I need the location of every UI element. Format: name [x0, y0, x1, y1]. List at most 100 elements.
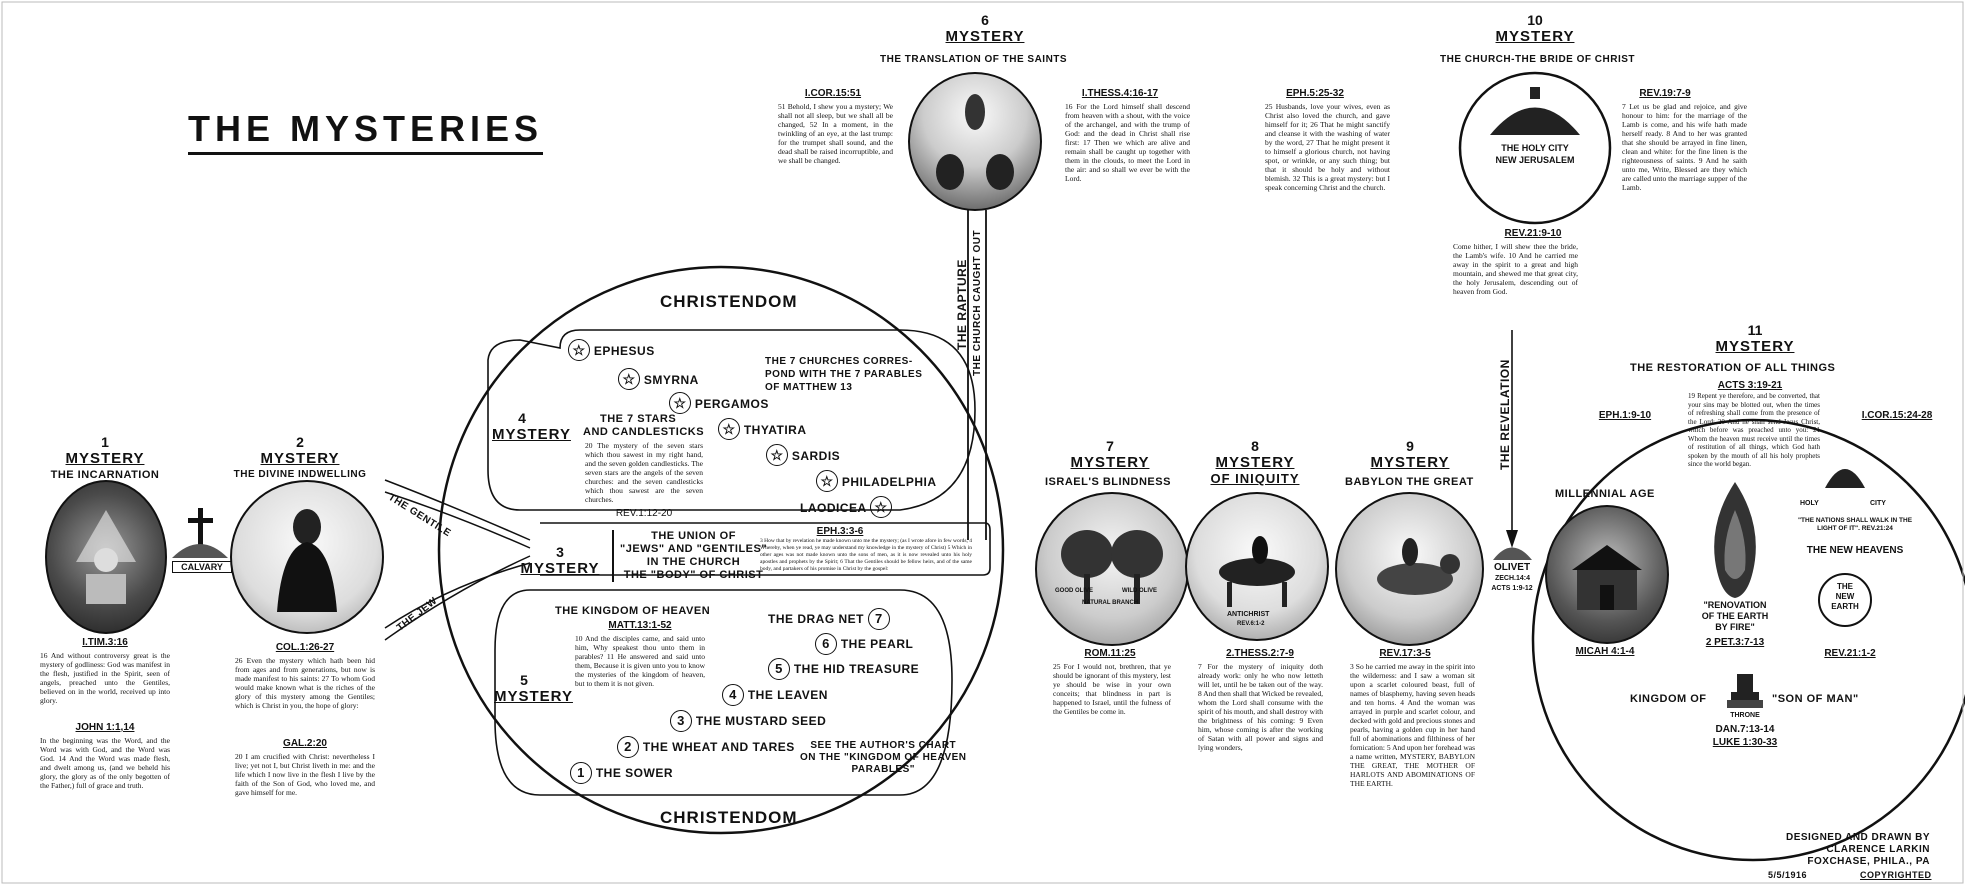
mystery-7: 7 MYSTERY: [1055, 438, 1165, 471]
mystery-3-label: MYSTERY: [520, 560, 600, 577]
divine-indwelling-image: [230, 480, 384, 634]
m2-ref2: GAL.2:20: [283, 738, 327, 749]
star-icon: ☆: [870, 496, 893, 518]
m4-ref: REV.1:12-20: [615, 508, 673, 519]
m11-ref-eph: EPH.1:9-10: [1598, 410, 1652, 421]
beast-woman-icon: [1376, 538, 1460, 595]
new-earth-label: THE NEW EARTH: [1822, 582, 1868, 612]
christendom-oval: [437, 265, 1005, 835]
note-line: SEE THE AUTHOR'S CHART: [810, 740, 957, 751]
page-title: THE MYSTERIES: [188, 108, 544, 155]
holy-city-small-icon: [1825, 469, 1865, 488]
house-icon: [1572, 544, 1642, 610]
mystery-4-label: MYSTERY: [492, 426, 571, 443]
church-sardis: ☆ SARDIS: [766, 444, 840, 466]
m8-text: 7 For the mystery of iniquity doth alrea…: [1198, 662, 1323, 752]
m6-ref2: I.THESS.4:16-17: [1081, 88, 1159, 99]
church-ephesus: ☆ EPHESUS: [568, 339, 655, 361]
mystery-1-label: MYSTERY: [65, 450, 145, 467]
parable-5: 5 THE HID TREASURE: [768, 658, 919, 680]
m9-text: 3 So he carried me away in the spirit in…: [1350, 662, 1475, 788]
m11-ref-acts: ACTS 3:19-21: [1717, 380, 1783, 391]
m1-text1: 16 And without controversy great is the …: [40, 651, 170, 705]
union-line: IN THE CHURCH: [646, 556, 741, 568]
credit-block: DESIGNED AND DRAWN BY CLARENCE LARKIN FO…: [1750, 832, 1930, 868]
m11-ref-luke: LUKE 1:30-33: [1712, 737, 1778, 748]
natural-branch-label: NATURAL BRANCH: [1082, 600, 1139, 606]
parable-6: 6 THE PEARL: [815, 633, 913, 655]
renovation-line: BY FIRE": [1715, 622, 1755, 632]
renovation-line: OF THE EARTH: [1701, 611, 1769, 621]
restoration-circle: [1531, 418, 1965, 862]
olivet-ref1: ZECH.14:4: [1494, 575, 1530, 582]
credit-copyright: COPYRIGHTED: [1860, 870, 1932, 880]
new-earth-line: NEW: [1835, 592, 1855, 601]
caught-out-label: THE CHURCH CAUGHT OUT: [972, 229, 983, 376]
m11-ref-cor: I.COR.15:24-28: [1861, 410, 1933, 421]
christendom-top: CHRISTENDOM: [660, 292, 798, 311]
union-text: THE UNION OF "JEWS" AND "GENTILES" IN TH…: [612, 530, 767, 582]
mystery-11-number: 11: [1747, 322, 1763, 338]
churches-note: THE 7 CHURCHES CORRES- POND WITH THE 7 P…: [765, 355, 922, 394]
mystery-1-name: THE INCARNATION: [50, 469, 160, 481]
mystery-2-label: MYSTERY: [260, 450, 340, 467]
m1-text2: In the beginning was the Word, and the W…: [40, 736, 170, 790]
note-line: ON THE "KINGDOM OF HEAVEN: [800, 752, 967, 763]
wild-olive-label: WILD OLIVE: [1122, 588, 1157, 594]
horse-rider-icon: [1219, 535, 1295, 607]
m2-text1: 26 Even the mystery which hath been hid …: [235, 656, 375, 710]
mystery-7-label: MYSTERY: [1070, 454, 1150, 471]
mystery-10: 10 MYSTERY: [1480, 12, 1590, 45]
parable-name: THE MUSTARD SEED: [695, 714, 827, 728]
m7-text: 25 For I would not, brethren, that ye sh…: [1053, 662, 1171, 716]
credit-line: CLARENCE LARKIN: [1826, 844, 1930, 855]
millennial-age-label: MILLENNIAL AGE: [1555, 488, 1655, 500]
antichrist-ref: REV.6:1-2: [1237, 621, 1265, 627]
star-icon: ☆: [766, 444, 788, 466]
olive-trees-icon: [1061, 530, 1163, 604]
antichrist-label: ANTICHRIST: [1227, 611, 1270, 618]
translation-image: [908, 72, 1042, 211]
mystery-1-number: 1: [101, 434, 109, 450]
parable-number: 7: [867, 608, 890, 630]
babylon-image: [1335, 492, 1484, 646]
union-line: THE UNION OF: [651, 530, 736, 542]
ascension-icon: [936, 93, 1014, 190]
parable-number: 2: [617, 736, 639, 758]
new-earth-line: THE: [1837, 582, 1853, 591]
stars-title-1: THE 7 STARS: [600, 413, 677, 425]
mystery-8-label: MYSTERY: [1215, 454, 1295, 471]
union-line: THE "BODY" OF CHRIST: [623, 569, 764, 581]
church-philadelphia: ☆ PHILADELPHIA: [816, 470, 937, 492]
church-name: SMYRNA: [643, 373, 699, 387]
church-bar: [540, 522, 991, 576]
m11-ref-micah: MICAH 4:1-4: [1575, 646, 1635, 657]
renovation-label: "RENOVATION OF THE EARTH BY FIRE": [1690, 600, 1780, 633]
m4-text: 20 The mystery of the seven stars which …: [585, 441, 703, 504]
mystery-7-number: 7: [1106, 438, 1114, 454]
rapture-label: THE RAPTURE: [955, 259, 969, 350]
city-label: CITY: [1870, 500, 1886, 507]
mystery-5-number: 5: [520, 672, 528, 688]
mystery-8-number: 8: [1251, 438, 1259, 454]
mystery-9-name: BABYLON THE GREAT: [1345, 476, 1474, 488]
m6-ref1: I.COR.15:51: [804, 88, 862, 99]
church-laodicea: LAODICEA ☆: [800, 496, 893, 518]
new-heavens-label: THE NEW HEAVENS: [1806, 545, 1904, 556]
m5-text: 10 And the disciples came, and said unto…: [575, 634, 705, 688]
credit-line: FOXCHASE, PHILA., PA: [1807, 856, 1930, 867]
parable-number: 1: [570, 762, 592, 784]
bride-circle: [1458, 71, 1612, 225]
m3-ref: EPH.3:3-6: [816, 526, 864, 537]
parable-name: THE SOWER: [595, 766, 674, 780]
olivet-ref2: ACTS 1:9-12: [1491, 585, 1533, 592]
mystery-3-number: 3: [556, 544, 564, 560]
mystery-5-label: MYSTERY: [494, 688, 573, 705]
parable-name: THE DRAG NET: [768, 612, 864, 626]
credit-date: 5/5/1916: [1768, 870, 1808, 880]
mystery-4: 4 MYSTERY: [492, 410, 571, 443]
parable-3: 3 THE MUSTARD SEED: [670, 710, 826, 732]
olivet-label: OLIVET: [1493, 562, 1531, 573]
church-name: EPHESUS: [593, 344, 655, 358]
kingdom-heaven-title: THE KINGDOM OF HEAVEN: [555, 605, 711, 617]
